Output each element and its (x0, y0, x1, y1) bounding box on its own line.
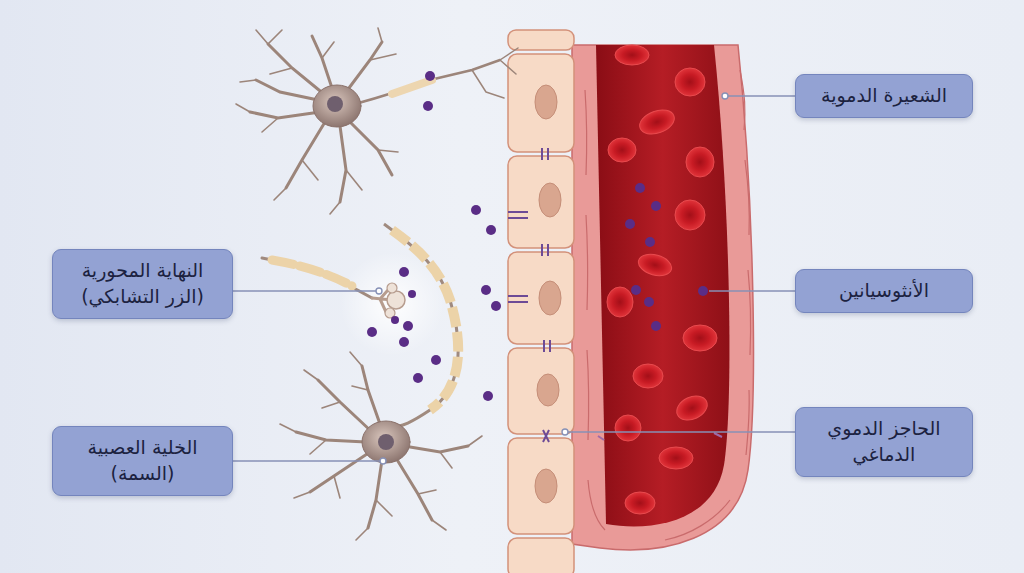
leader-dot (376, 288, 382, 294)
neuron-bottom (280, 352, 482, 540)
leader-line (568, 431, 795, 432)
label-box: الشعيرة الدموية (795, 74, 973, 118)
label-text: الحاجز الدموي الدماغي (808, 416, 960, 467)
leader-line (233, 290, 376, 291)
label-text: الشعيرة الدموية (808, 83, 960, 109)
anthocyanin-dots (367, 71, 708, 401)
label-box: النهاية المحورية (الزر التشابكي) (52, 249, 233, 318)
label-text: النهاية المحورية (الزر التشابكي) (65, 258, 220, 309)
leader-dot (562, 429, 568, 435)
label-box: الخلية العصبية (السمة) (52, 426, 233, 495)
leader-dot (722, 93, 728, 99)
myelinated-axon (384, 224, 458, 428)
tight-junctions (508, 148, 550, 442)
label-box: الحاجز الدموي الدماغي (795, 407, 973, 476)
leader-line (709, 290, 795, 291)
label-box: الأنثوسيانين (795, 269, 973, 313)
capillary (572, 45, 753, 550)
axon-terminal (262, 258, 405, 318)
leader-dot (380, 458, 386, 464)
label-text: الخلية العصبية (السمة) (65, 435, 220, 486)
leader-line (233, 460, 380, 461)
leader-line (728, 95, 795, 96)
endothelial-cells (508, 30, 574, 573)
neuron-top (236, 28, 518, 214)
label-text: الأنثوسيانين (808, 278, 960, 304)
